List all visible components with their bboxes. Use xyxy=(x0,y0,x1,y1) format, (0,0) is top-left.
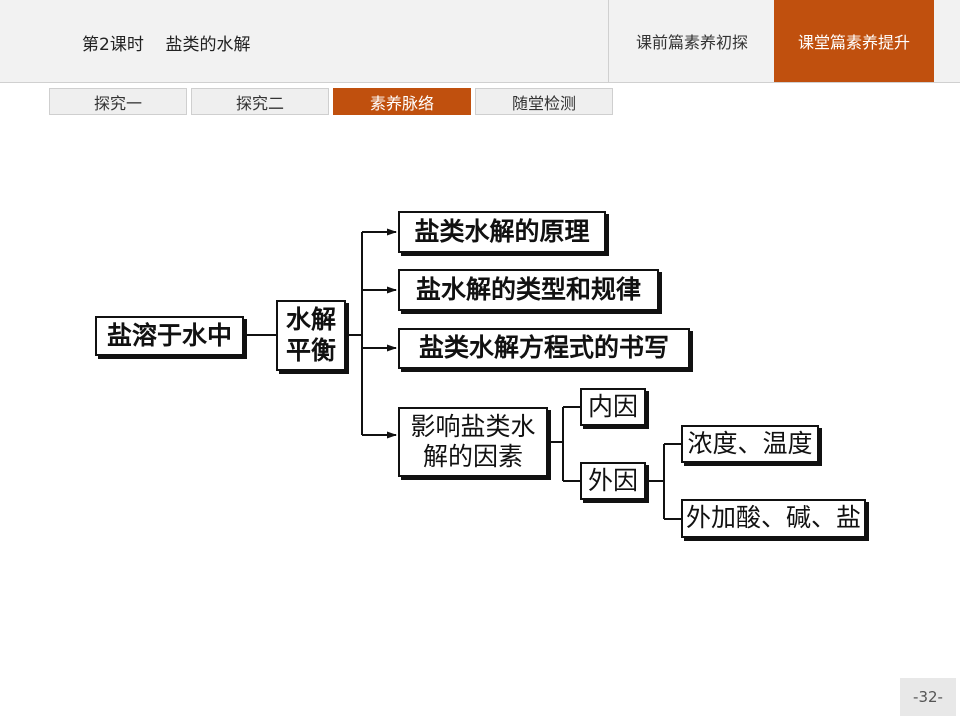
node-branch-label: 盐类水解的原理 xyxy=(414,216,590,246)
node-hydrolysis-equilibrium: 水解 平衡 xyxy=(276,300,346,371)
header-bar: 第2课时 盐类的水解 课前篇素养初探 课堂篇素养提升 xyxy=(0,0,960,83)
node-internal-label: 内因 xyxy=(587,391,638,421)
lesson-name: 盐类的水解 xyxy=(165,35,251,55)
node-branch-label: 盐类水解方程式的书写 xyxy=(418,333,669,363)
lesson-number: 第2课时 xyxy=(82,35,144,55)
node-center-line2: 平衡 xyxy=(285,335,336,365)
subtab-label: 探究二 xyxy=(235,93,284,113)
node-external-item-label: 外加酸、碱、盐 xyxy=(685,503,861,533)
node-hydrolysis-types: 盐水解的类型和规律 xyxy=(398,269,659,311)
tab-in-class[interactable]: 课堂篇素养提升 xyxy=(774,0,934,82)
tab-pre-class[interactable]: 课前篇素养初探 xyxy=(608,0,775,82)
node-concentration-temperature: 浓度、温度 xyxy=(681,425,819,463)
subtab-label: 素养脉络 xyxy=(369,93,434,113)
node-influencing-factors: 影响盐类水 解的因素 xyxy=(398,407,548,477)
subtab-explore-1[interactable]: 探究一 xyxy=(49,88,187,115)
subtab-label: 随堂检测 xyxy=(511,93,576,113)
node-internal-cause: 内因 xyxy=(580,388,646,426)
subtab-literacy-map[interactable]: 素养脉络 xyxy=(333,88,471,115)
node-added-acid-base-salt: 外加酸、碱、盐 xyxy=(681,499,866,538)
subtab-quiz[interactable]: 随堂检测 xyxy=(475,88,613,115)
lesson-title: 第2课时 盐类的水解 xyxy=(82,30,250,55)
node-factors-line2: 解的因素 xyxy=(422,442,523,471)
node-root-label: 盐溶于水中 xyxy=(106,320,232,350)
node-factors-line1: 影响盐类水 xyxy=(410,411,536,441)
tab-pre-class-label: 课前篇素养初探 xyxy=(635,33,748,52)
node-root: 盐溶于水中 xyxy=(95,316,244,356)
node-external-label: 外因 xyxy=(587,465,638,495)
node-hydrolysis-principle: 盐类水解的原理 xyxy=(398,211,606,253)
subtab-label: 探究一 xyxy=(93,93,142,113)
page-number-label: -32- xyxy=(913,688,943,706)
node-external-item-label: 浓度、温度 xyxy=(687,428,813,458)
node-branch-label: 盐水解的类型和规律 xyxy=(415,274,641,304)
tab-in-class-label: 课堂篇素养提升 xyxy=(797,33,910,52)
node-external-cause: 外因 xyxy=(580,462,646,500)
page-number: -32- xyxy=(900,678,956,716)
subtab-explore-2[interactable]: 探究二 xyxy=(191,88,329,115)
node-center-line1: 水解 xyxy=(285,305,336,334)
node-hydrolysis-equations: 盐类水解方程式的书写 xyxy=(398,328,690,369)
